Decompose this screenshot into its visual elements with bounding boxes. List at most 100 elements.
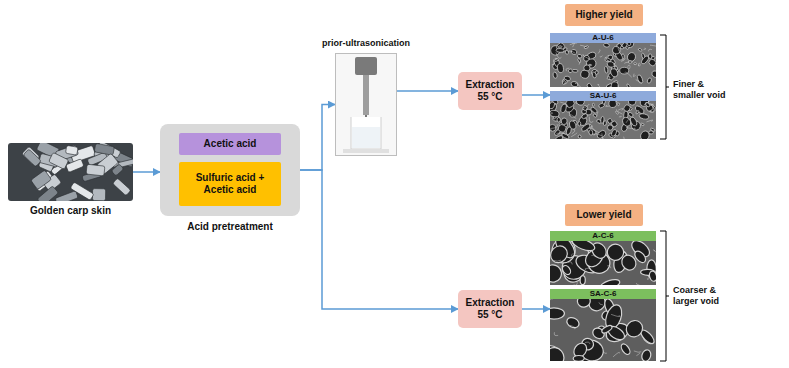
sem-void (581, 123, 591, 132)
photo-image (8, 143, 133, 201)
sem-void (651, 70, 656, 79)
sem-ridge (599, 302, 603, 304)
node-text: Extraction 55 °C (462, 297, 518, 321)
sem-void (572, 69, 578, 72)
sem-ridge (634, 74, 636, 77)
sem-ridge (585, 268, 590, 270)
sem-void (610, 129, 617, 137)
ultrasonicator-photo: prior-ultrasonication (335, 53, 397, 156)
sem-void (592, 103, 594, 106)
sem-ridge (600, 56, 603, 57)
sample-label-bar: A-U-6 (550, 33, 656, 43)
sem-ridge (611, 314, 620, 316)
sem-ridge (614, 63, 617, 66)
sem-ground (550, 101, 656, 139)
sem-image: SA-U-6 (550, 91, 656, 139)
sem-ridge (570, 325, 576, 329)
skin-piece (70, 182, 94, 200)
sem-image: A-U-6 (550, 33, 656, 87)
sem-void (576, 101, 586, 106)
sem-void (565, 50, 569, 54)
sample-photo: Golden carp skin (8, 143, 133, 217)
acid-box: Acetic acid (179, 133, 281, 155)
sem-ridge (592, 128, 600, 133)
sem-void (602, 101, 606, 104)
sem-void (640, 349, 652, 361)
sem-void (607, 76, 610, 80)
sem-void (611, 81, 619, 87)
sem-void (640, 55, 649, 65)
sample-label-bar: A-C-6 (550, 231, 656, 241)
sem-ridge (598, 84, 601, 87)
sem-ridge (605, 55, 609, 58)
sem-image: SA-C-6 (550, 289, 656, 361)
sem-ridge (626, 128, 635, 129)
sem-void (599, 278, 621, 285)
sem-void (634, 63, 637, 65)
skin-piece (111, 164, 123, 176)
sem-void (561, 264, 572, 276)
sem-ridge (650, 104, 653, 105)
sem-void (603, 43, 609, 48)
sem-ridge (649, 49, 652, 51)
sem-void (590, 106, 598, 114)
sem-ridge (572, 129, 575, 134)
sem-void (552, 101, 559, 105)
sem-void (586, 83, 592, 87)
node-text: SA-C-6 (590, 289, 617, 299)
skin-piece (55, 191, 78, 201)
node-text: A-C-6 (592, 231, 613, 241)
skin-piece (113, 178, 131, 196)
sem-ridge (647, 278, 649, 280)
sem-ridge (626, 119, 629, 123)
sem-void (607, 61, 615, 68)
sem-ridge (634, 351, 641, 352)
sem-void (550, 344, 568, 361)
sem-void (580, 276, 585, 285)
sem-ridge (557, 133, 565, 134)
sem-void (550, 243, 571, 267)
sem-void (623, 317, 646, 340)
sem-void (626, 83, 630, 87)
skin-piece (49, 152, 69, 169)
sem-ridge (598, 49, 600, 53)
node-text: Higher yield (575, 9, 632, 21)
yield-box: Lower yield (565, 204, 643, 226)
sem-ridge (618, 48, 620, 51)
flow-arrow (300, 170, 458, 309)
bracket (660, 231, 666, 361)
sem-ridge (602, 133, 603, 139)
sem-ridge (550, 299, 552, 301)
sem-void (638, 63, 640, 66)
node-text: SA-U-6 (590, 91, 617, 101)
node-text: Sulfuric acid + Acetic acid (192, 172, 268, 196)
sem-ridge (591, 126, 593, 128)
sem-ridge (617, 43, 619, 46)
transducer (355, 57, 377, 75)
sem-ridge (550, 129, 552, 130)
sem-ridge (636, 353, 640, 356)
sem-void (612, 46, 621, 55)
node-text: A-U-6 (592, 33, 613, 43)
sem-ridge (575, 83, 581, 87)
sem-void (557, 63, 564, 73)
sem-void (648, 58, 656, 67)
sem-ground (550, 43, 656, 87)
node-text: Acid pretreatment (160, 221, 300, 233)
sem-void (650, 128, 655, 132)
sem-void (636, 74, 643, 84)
sem-void (560, 103, 567, 113)
sem-ridge (580, 45, 587, 47)
sem-ridge (556, 52, 561, 58)
sem-void (620, 342, 632, 355)
sem-void (578, 135, 582, 139)
sem-ridge (624, 61, 632, 63)
node-text: Lower yield (576, 209, 631, 221)
sem-void (621, 116, 632, 128)
sem-ridge (584, 104, 589, 108)
sem-micrograph (550, 299, 656, 361)
sem-image: A-C-6 (550, 231, 656, 285)
sem-ridge (606, 105, 609, 106)
sem-ridge (568, 262, 572, 265)
sem-void (627, 43, 631, 46)
